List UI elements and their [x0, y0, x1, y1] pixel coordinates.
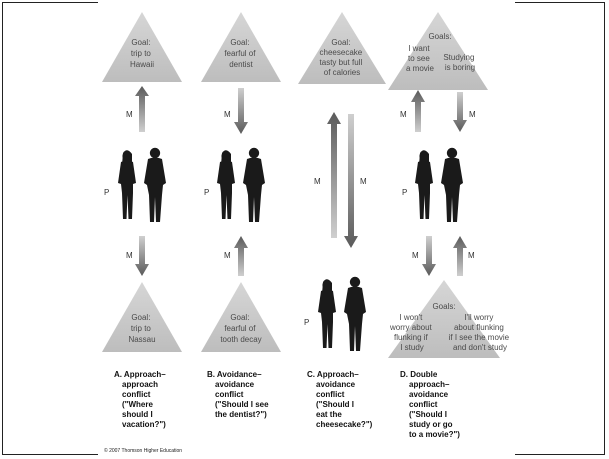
- arrow-up-a: [135, 86, 149, 132]
- goal-c-top-text: Goal: cheesecake tasty but full of calor…: [320, 38, 365, 77]
- goal-d-bottom-left: I won't worry about flunking if I study: [389, 313, 434, 352]
- m-label: M: [224, 110, 231, 119]
- p-label: P: [402, 188, 407, 197]
- goal-d-top-title: Goals:: [428, 32, 451, 41]
- goal-triangle-hawaii: [102, 12, 182, 82]
- column-b: Goal: fearful of dentist M P M Goal: fea…: [201, 12, 281, 419]
- m-label: M: [360, 177, 367, 186]
- copyright-notice: © 2007 Thomson Higher Education: [104, 447, 182, 454]
- caption-b: B. Avoidance– avoidance conflict ("Shoul…: [207, 370, 271, 419]
- silhouette-couple-d: [415, 147, 463, 222]
- arrow-down-d-bottom: [422, 236, 436, 276]
- m-label: M: [126, 251, 133, 260]
- m-label: M: [224, 251, 231, 260]
- goal-triangle-dentist: [201, 12, 281, 82]
- goal-triangle-nassau: [102, 282, 182, 352]
- caption-d: D. Double approach– avoidance conflict (…: [400, 370, 460, 439]
- goal-triangle-tooth-decay: [201, 282, 281, 352]
- goal-b-bottom-text: Goal: fearful of tooth decay: [220, 313, 261, 344]
- arrow-down-a: [135, 236, 149, 276]
- m-label: M: [314, 177, 321, 186]
- m-label: M: [468, 251, 475, 260]
- p-label: P: [104, 188, 109, 197]
- arrow-up-d: [411, 90, 425, 132]
- m-label: M: [469, 110, 476, 119]
- column-a: Goal: trip to Hawaii M P M Goal: trip to…: [102, 12, 182, 429]
- goal-a-bottom-text: Goal: trip to Nassau: [128, 313, 155, 344]
- goal-triangle-cheesecake: [298, 12, 386, 84]
- goal-triangle-movie-studying: [388, 12, 488, 90]
- arrow-up-d-bottom: [453, 236, 467, 276]
- goal-a-top-text: Goal: trip to Hawaii: [130, 38, 154, 69]
- silhouette-couple-a: [118, 147, 166, 222]
- p-label: P: [204, 188, 209, 197]
- arrow-avoid-c: [344, 114, 358, 248]
- column-c: Goal: cheesecake tasty but full of calor…: [298, 12, 386, 429]
- p-label: P: [304, 318, 309, 327]
- caption-c: C. Approach– avoidance conflict ("Should…: [307, 370, 373, 429]
- goal-d-bottom-title: Goals:: [432, 302, 455, 311]
- m-label: M: [412, 251, 419, 260]
- column-d: Goals: I want to see a movie Studying is…: [388, 12, 512, 439]
- goal-triangle-flunking: [388, 280, 500, 358]
- caption-a: A. Approach– approach conflict ("Where s…: [114, 370, 168, 429]
- goal-d-top-right: Studying is boring: [443, 53, 476, 72]
- arrow-down-d: [453, 92, 467, 132]
- silhouette-couple-c: [318, 276, 366, 351]
- goal-d-top-left: I want to see a movie: [406, 44, 435, 73]
- arrow-approach-c: [327, 112, 341, 238]
- m-label: M: [400, 110, 407, 119]
- silhouette-couple-b: [217, 147, 265, 222]
- goal-b-top-text: Goal: fearful of dentist: [224, 38, 257, 69]
- m-label: M: [126, 110, 133, 119]
- goal-d-bottom-right: I'll worry about flunking if I see the m…: [449, 313, 512, 352]
- arrow-down-b: [234, 88, 248, 134]
- arrow-up-b: [234, 236, 248, 276]
